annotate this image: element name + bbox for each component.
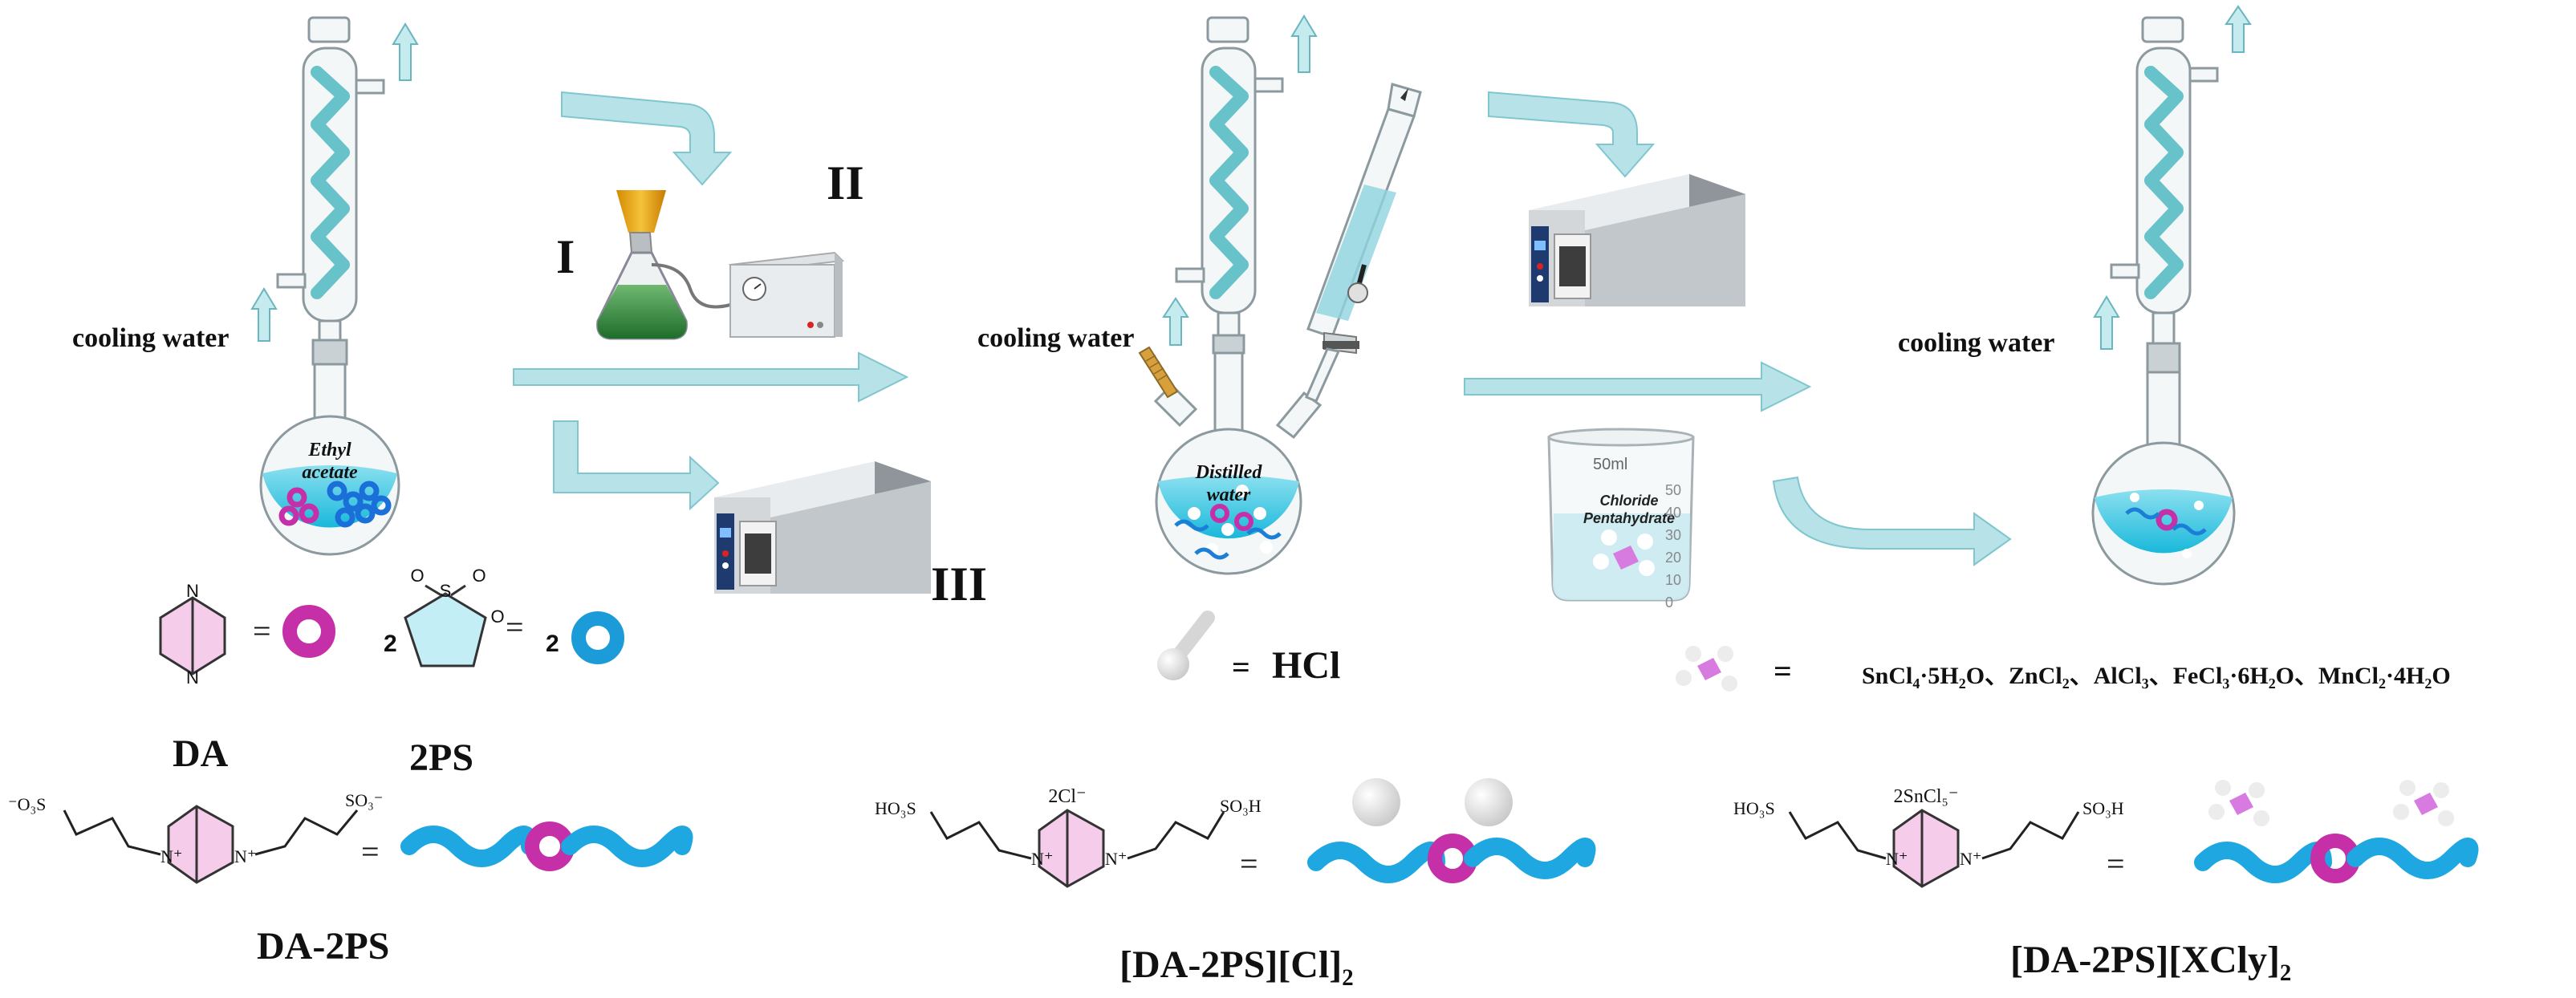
ps-o1: O: [410, 566, 424, 586]
step-label-III: III: [931, 558, 987, 611]
beaker-label-pentahydrate: Pentahydrate: [1583, 510, 1675, 526]
c3-left-group: HO₃S: [1733, 798, 1775, 818]
c3-equals: =: [2107, 846, 2125, 882]
beaker-tick-40: 40: [1665, 505, 1681, 521]
dropping-funnel: [1305, 83, 1422, 403]
c1-equals: =: [361, 834, 380, 870]
ps-coefficient: 2: [384, 631, 397, 657]
c2-counter: 2Cl⁻: [1048, 786, 1086, 807]
flask-2-label-distilled: Distilled: [1195, 462, 1263, 483]
c2-name: [DA-2PS][Cl]₂: [1119, 943, 1354, 986]
hcl-equals: =: [1232, 649, 1250, 685]
c2-equals: =: [1240, 846, 1258, 882]
compound-da-2ps-xcly2: HO₃S 2SnCl₅⁻ N⁺ N⁺ SO₃H = [DA-2PS][XCly]…: [1733, 780, 2479, 981]
c1-n-right: N⁺: [234, 846, 257, 866]
cooling-water-label-1: cooling water: [72, 323, 229, 353]
beaker-tick-10: 10: [1665, 572, 1681, 588]
c2-n-left: N⁺: [1031, 849, 1054, 869]
c3-n-right: N⁺: [1960, 849, 1982, 869]
compound-da-2ps-cl2: HO₃S 2Cl⁻ N⁺ N⁺ SO₃H = [DA-2PS][Cl]₂: [875, 778, 1596, 986]
ps-coefficient-2: 2: [546, 631, 559, 657]
reflux-apparatus-3: cooling water: [1898, 5, 2252, 586]
c3-counter: 2SnCl₅⁻: [1893, 786, 1958, 807]
right-arrow-icon: [1464, 361, 1812, 412]
filtration-setup: [596, 190, 845, 340]
step-label-I: I: [556, 230, 575, 283]
c2-right-group: SO₃H: [1220, 796, 1262, 816]
step-label-II: II: [827, 156, 864, 209]
c1-left-group: ⁻O₃S: [8, 794, 46, 814]
reflux-apparatus-2: Distilled water cooling water: [977, 14, 1422, 575]
ps-s: S: [440, 581, 452, 601]
metal-chloride-icon: [2393, 780, 2454, 826]
metal-chloride-icon: [1593, 529, 1655, 576]
blue-ring-icon: [571, 611, 624, 664]
da-n-bottom: N: [186, 667, 199, 688]
up-arrow-icon: [2225, 5, 2252, 53]
hcl-legend: = HCl: [1157, 611, 1340, 687]
drying-oven-2: [1529, 174, 1745, 306]
flask-2-contents: [1174, 485, 1282, 560]
hcl-label: HCl: [1272, 644, 1340, 687]
c3-name: [DA-2PS][XCly]₂: [2010, 939, 2291, 981]
up-arrow-icon: [1162, 297, 1189, 346]
metal-chloride-icon: [1676, 646, 1737, 692]
salts-equals: =: [1774, 653, 1792, 689]
cooling-water-label-2: cooling water: [977, 323, 1134, 353]
bent-arrow-icon: [553, 420, 720, 511]
salts-legend: = SnCl₄·5H₂O、ZnCl₂、AlCl₃、FeCl₃·6H₂O、MnCl…: [1676, 646, 2451, 692]
equals-1: =: [253, 613, 271, 649]
c3-right-group: SO₃H: [2082, 798, 2124, 818]
c1-n-left: N⁺: [160, 846, 183, 866]
legend: N N = 2 S O O O = 2 DA 2PS = HCl: [159, 566, 2451, 779]
c1-name: DA-2PS: [257, 925, 389, 968]
flask-3-contents: [2125, 493, 2207, 558]
ps-o2: O: [472, 566, 486, 586]
c3-n-left: N⁺: [1886, 849, 1908, 869]
c2-left-group: HO₃S: [875, 798, 916, 818]
cooling-water-label-3: cooling water: [1898, 328, 2054, 358]
da-name: DA: [173, 732, 229, 775]
flask-1-label-acetate: acetate: [302, 462, 358, 483]
beaker-volume: 50ml: [1593, 456, 1627, 473]
pink-ring-icon: [282, 605, 335, 658]
reflux-apparatus-1: Ethyl acetate cooling water: [72, 16, 419, 556]
metal-chloride-icon: [2208, 780, 2269, 826]
ps-o3: O: [490, 607, 504, 627]
beaker-tick-0: 0: [1665, 594, 1673, 611]
curved-arrow-icon: [1772, 476, 2012, 566]
da-n-top: N: [186, 581, 199, 601]
c1-right-group: SO₃⁻: [345, 790, 383, 810]
ps-name: 2PS: [409, 736, 473, 779]
flask-2-label-water: water: [1207, 485, 1251, 505]
c2-n-right: N⁺: [1105, 849, 1128, 869]
curved-arrow-icon: [1488, 91, 1656, 178]
beaker-tick-20: 20: [1665, 550, 1681, 566]
up-arrow-icon: [392, 22, 419, 81]
equals-2: =: [506, 609, 524, 645]
da-structure: N N: [159, 581, 226, 688]
step-arrows-left: I II III: [513, 91, 987, 611]
beaker: 50ml Chloride Pentahydrate 50 40 30 20 1…: [1547, 428, 1695, 611]
drying-oven-1: [714, 461, 931, 594]
beaker-tick-50: 50: [1665, 482, 1681, 498]
curved-arrow-icon: [561, 91, 733, 186]
beaker-label-chloride: Chloride: [1599, 493, 1658, 509]
up-arrow-icon: [2093, 295, 2120, 350]
flask-1-label-ethyl: Ethyl: [307, 440, 351, 460]
compound-da-2ps: ⁻O₃S N⁺ N⁺ SO₃⁻ = DA-2PS: [8, 790, 693, 968]
up-arrow-icon: [250, 287, 278, 342]
flask-1-rings: [278, 481, 392, 528]
beaker-tick-30: 30: [1665, 527, 1681, 543]
right-arrow-icon: [513, 351, 909, 403]
salts-list: SnCl₄·5H₂O、ZnCl₂、AlCl₃、FeCl₃·6H₂O、MnCl₂·…: [1862, 663, 2451, 689]
step-arrows-right: [1464, 91, 2012, 566]
up-arrow-icon: [1290, 14, 1318, 73]
ps-structure: 2 S O O O: [384, 566, 505, 667]
